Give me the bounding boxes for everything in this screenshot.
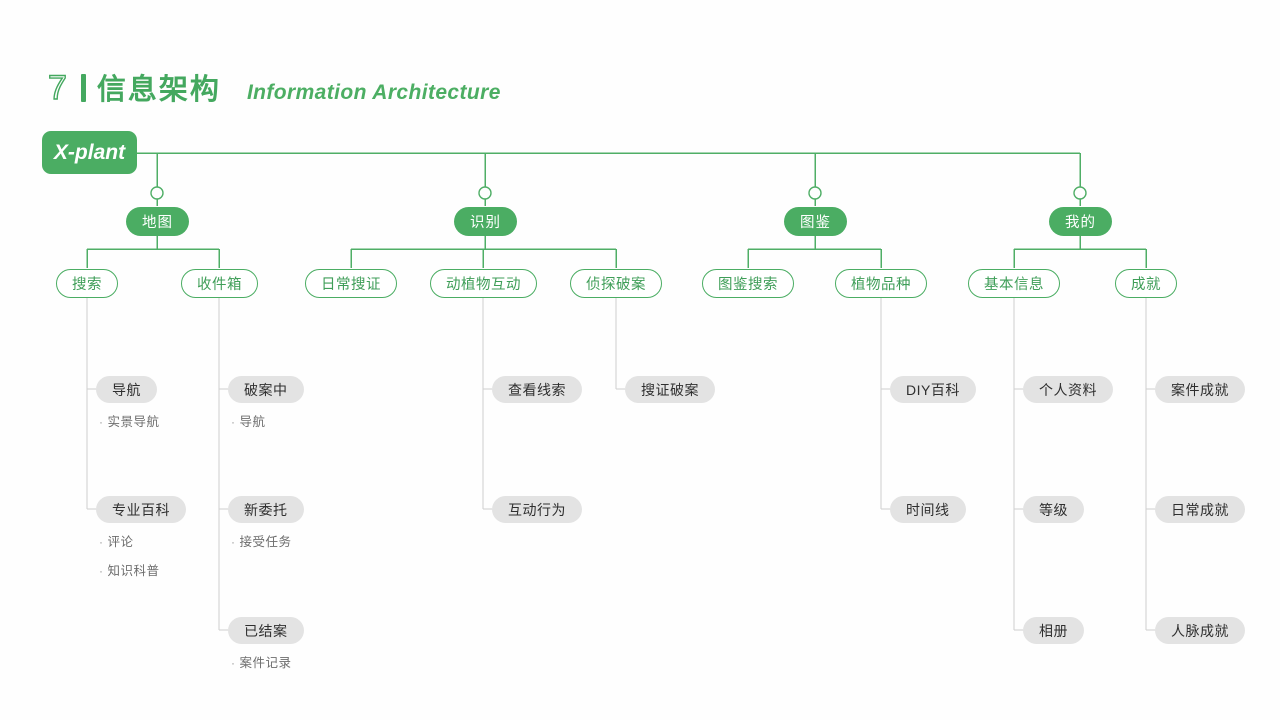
node-新委托[interactable]: 新委托 [228,496,304,523]
leaf-label: 实景导航 [107,415,160,429]
node-人脉成就-label: 人脉成就 [1171,622,1229,639]
page-title-en: Information Architecture [246,81,501,104]
node-等级[interactable]: 等级 [1023,496,1084,523]
node-互动行为-label: 互动行为 [508,501,566,518]
node-导航-label: 导航 [112,381,141,398]
node-日常成就[interactable]: 日常成就 [1155,496,1245,523]
node-案件成就-label: 案件成就 [1171,381,1229,398]
leaf-item: ·实景导航 [99,411,160,430]
bullet-icon: · [231,656,236,670]
node-相册[interactable]: 相册 [1023,617,1084,644]
node-interaction[interactable]: 动植物互动 [430,269,537,298]
node-mine-label: 我的 [1065,215,1096,231]
node-diy百科-label: DIY百科 [906,381,960,398]
leaf-label: 知识科普 [107,564,160,578]
node-个人资料-label: 个人资料 [1039,381,1097,398]
bullet-icon: · [99,564,104,578]
node-时间线[interactable]: 时间线 [890,496,966,523]
node-破案中[interactable]: 破案中 [228,376,304,403]
leaf-item: ·评论 [99,531,134,550]
node-plantspecies[interactable]: 植物品种 [835,269,927,298]
node-guide[interactable]: 图鉴 [784,207,847,236]
node-search[interactable]: 搜索 [56,269,118,298]
leaf-label: 接受任务 [239,535,292,549]
node-查看线索[interactable]: 查看线索 [492,376,582,403]
node-basicinfo[interactable]: 基本信息 [968,269,1060,298]
node-achievement-label: 成就 [1131,277,1161,293]
node-inbox-label: 收件箱 [197,277,242,293]
bullet-icon: · [231,535,236,549]
node-查看线索-label: 查看线索 [508,381,566,398]
leaf-item: ·知识科普 [99,560,160,579]
leaf-label: 案件记录 [239,656,292,670]
node-map[interactable]: 地图 [126,207,189,236]
page-title-cn: 信息架构 [96,74,221,106]
node-案件成就[interactable]: 案件成就 [1155,376,1245,403]
node-专业百科[interactable]: 专业百科 [96,496,186,523]
node-等级-label: 等级 [1039,501,1068,518]
node-basicinfo-label: 基本信息 [984,277,1044,293]
bullet-icon: · [99,415,104,429]
node-interaction-label: 动植物互动 [446,277,521,293]
node-相册-label: 相册 [1039,622,1068,639]
node-plantspecies-label: 植物品种 [851,277,911,293]
node-破案中-label: 破案中 [244,381,288,398]
leaf-item: ·接受任务 [231,531,292,550]
node-dailyevidence-label: 日常搜证 [321,277,381,293]
node-achievement[interactable]: 成就 [1115,269,1177,298]
leaf-item: ·导航 [231,411,266,430]
node-已结案[interactable]: 已结案 [228,617,304,644]
bullet-icon: · [231,415,236,429]
leaf-item: ·案件记录 [231,652,292,671]
node-已结案-label: 已结案 [244,622,288,639]
node-导航[interactable]: 导航 [96,376,157,403]
app-logo-label: X-plant [53,140,126,164]
node-mine[interactable]: 我的 [1049,207,1112,236]
app-logo: X-plant [42,131,137,174]
node-新委托-label: 新委托 [244,501,288,518]
node-日常成就-label: 日常成就 [1171,501,1229,518]
node-搜证破案-label: 搜证破案 [641,381,699,398]
node-dailyevidence[interactable]: 日常搜证 [305,269,397,298]
node-时间线-label: 时间线 [906,501,950,518]
node-个人资料[interactable]: 个人资料 [1023,376,1113,403]
node-inbox[interactable]: 收件箱 [181,269,258,298]
node-map-label: 地图 [142,215,173,231]
node-detective-label: 侦探破案 [586,277,646,293]
leaf-label: 评论 [107,535,134,549]
node-detective[interactable]: 侦探破案 [570,269,662,298]
node-guide-label: 图鉴 [800,215,831,231]
node-人脉成就[interactable]: 人脉成就 [1155,617,1245,644]
node-guidesearch-label: 图鉴搜索 [718,277,778,293]
node-互动行为[interactable]: 互动行为 [492,496,582,523]
node-recognize-label: 识别 [470,215,501,231]
node-guidesearch[interactable]: 图鉴搜索 [702,269,794,298]
bullet-icon: · [99,535,104,549]
node-diy百科[interactable]: DIY百科 [890,376,976,403]
page-title: 7 信息架构 Information Architecture [47,66,501,108]
section-number: 7 [47,69,68,107]
leaf-label: 导航 [239,415,266,429]
node-recognize[interactable]: 识别 [454,207,517,236]
node-search-label: 搜索 [72,277,102,293]
title-divider-bar [80,74,86,102]
node-专业百科-label: 专业百科 [112,501,170,518]
node-搜证破案[interactable]: 搜证破案 [625,376,715,403]
